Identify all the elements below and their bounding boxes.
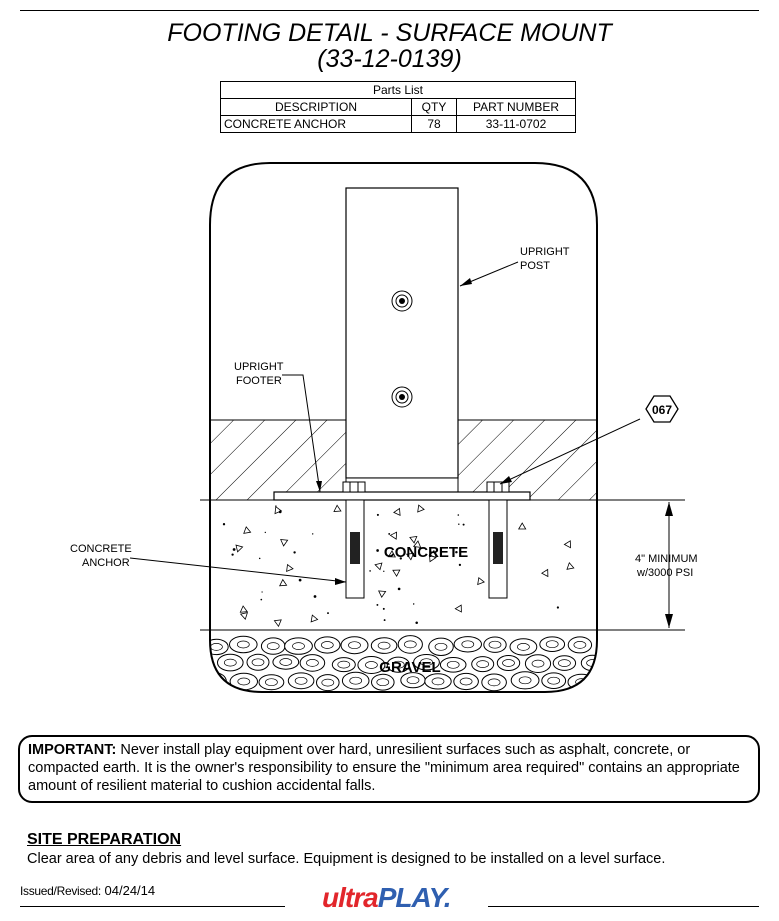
top-rule (20, 10, 759, 11)
label-concrete: CONCRETE (384, 544, 468, 561)
hex-tag-number: 067 (652, 403, 672, 417)
cell-part-number: 33-11-0702 (456, 115, 576, 133)
site-preparation-heading: SITE PREPARATION (27, 831, 182, 848)
anchor-nut-right (486, 481, 510, 493)
issued-revised: Issued/Revised: 04/24/14 (20, 883, 155, 898)
cell-description: CONCRETE ANCHOR (220, 115, 412, 133)
concrete-anchor-right (488, 499, 508, 599)
label-upright-footer-line1: UPRIGHT (234, 361, 284, 373)
table-row: CONCRETE ANCHOR 78 33-11-0702 (220, 115, 576, 133)
footing-detail-drawing: UPRIGHT POST UPRIGHT FOOTER CONCRETE ANC… (70, 162, 698, 693)
hex-tag (645, 395, 679, 423)
gravel-stones (210, 635, 597, 692)
bolt-icon (391, 386, 413, 408)
label-concrete-anchor-line1: CONCRETE (70, 543, 132, 555)
anchor-nut-left (342, 481, 366, 493)
label-upright-post-line1: UPRIGHT (520, 246, 570, 258)
parts-list-table: Parts List DESCRIPTION QTY PART NUMBER C… (220, 81, 576, 133)
label-minimum-line1: 4" MINIMUM (635, 553, 698, 565)
footer-rule-right (488, 906, 759, 907)
label-gravel: GRAVEL (379, 659, 440, 676)
label-minimum-line2: w/3000 PSI (636, 567, 693, 579)
concrete-anchor-left (345, 499, 365, 599)
concrete-region (210, 500, 597, 630)
bolt-icon (391, 290, 413, 312)
important-lead: IMPORTANT: (28, 742, 117, 758)
footer-rule-left (20, 906, 285, 907)
ultraplay-logo: ultraPLAY. (322, 882, 451, 913)
label-concrete-anchor-line2: ANCHOR (82, 557, 130, 569)
site-preparation-text: Clear area of any debris and level surfa… (27, 851, 666, 867)
upright-post (345, 187, 459, 479)
detail-frame (209, 162, 598, 693)
concrete-aggregate (222, 504, 575, 628)
footer-plate (273, 491, 531, 501)
part-number-subtitle: (33-12-0139) (317, 45, 462, 73)
page-title: FOOTING DETAIL - SURFACE MOUNT (167, 19, 612, 47)
label-upright-post-line2: POST (520, 260, 550, 272)
issued-label: Issued/Revised: (20, 884, 101, 898)
important-text: Never install play equipment over hard, … (28, 742, 740, 794)
important-notice: IMPORTANT: Never install play equipment … (18, 735, 760, 803)
issued-date: 04/24/14 (104, 883, 156, 898)
label-upright-footer-line2: FOOTER (236, 375, 282, 387)
